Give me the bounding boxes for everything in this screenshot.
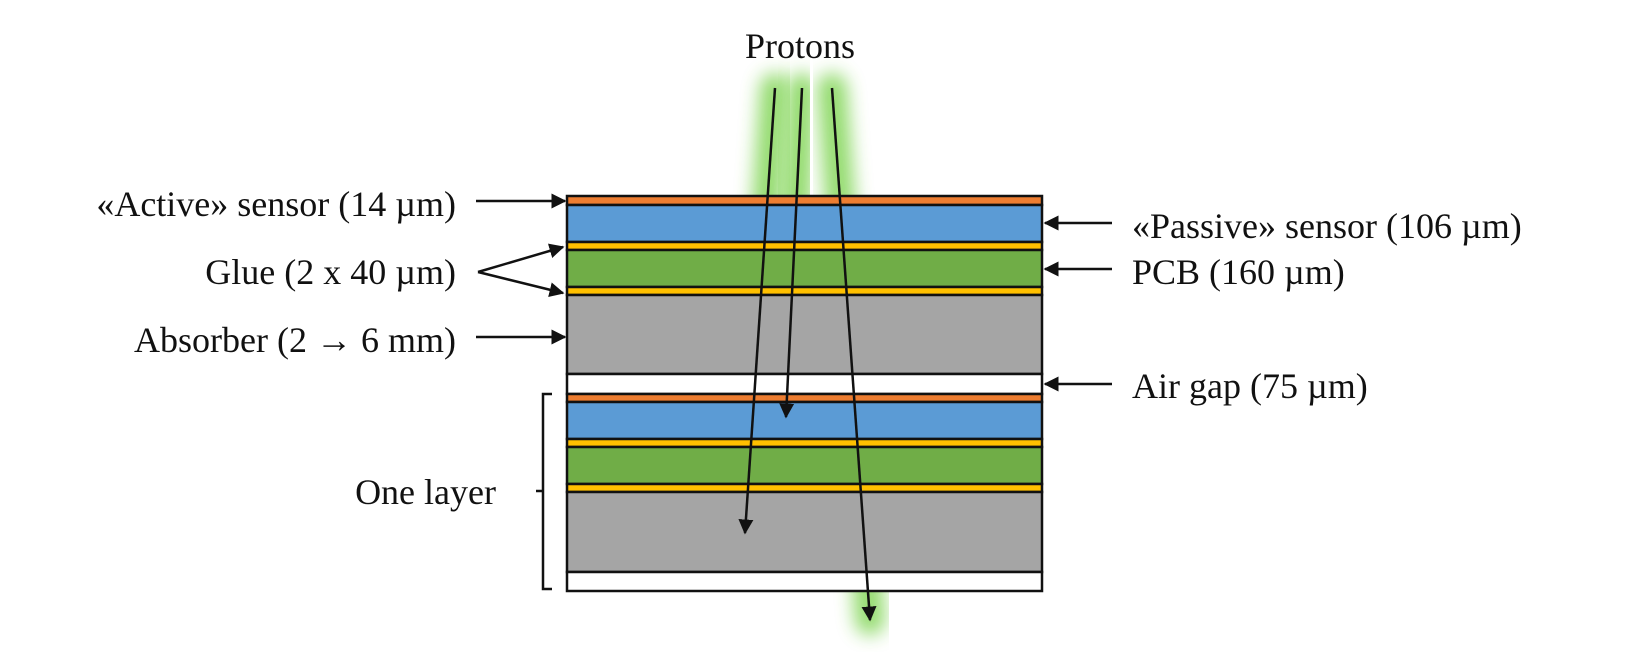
layer-2: [565, 392, 1044, 593]
label-absorber: Absorber (2 → 6 mm): [134, 320, 456, 360]
absorber-layer: [565, 293, 1044, 376]
pointer-glue-lower: [477, 270, 565, 298]
label-passive-sensor: «Passive» sensor (106 µm): [1132, 206, 1522, 246]
air-gap-layer: [565, 570, 1044, 593]
passive-sensor-layer: [565, 400, 1044, 441]
one-layer-bracket: [536, 392, 552, 591]
pointer-glue-upper: [477, 243, 565, 274]
passive-sensor-layer: [565, 203, 1044, 244]
pcb-layer: [565, 445, 1044, 486]
diagram-title: Protons: [745, 26, 855, 66]
label-active-sensor: «Active» sensor (14 µm): [96, 184, 456, 224]
absorber-layer: [565, 490, 1044, 574]
label-one-layer: One layer: [355, 472, 496, 512]
proton-track-1: [738, 87, 777, 535]
layer-1: [565, 194, 1044, 396]
proton-tracks: [738, 87, 877, 622]
air-gap-layer: [565, 372, 1044, 396]
pcb-layer: [565, 248, 1044, 289]
active-sensor-layer: [565, 194, 1044, 207]
label-glue: Glue (2 x 40 µm): [205, 252, 456, 292]
label-pcb: PCB (160 µm): [1132, 252, 1345, 292]
proton-track-3: [830, 87, 877, 622]
label-air-gap: Air gap (75 µm): [1132, 366, 1368, 406]
proton-track-2: [779, 87, 804, 419]
